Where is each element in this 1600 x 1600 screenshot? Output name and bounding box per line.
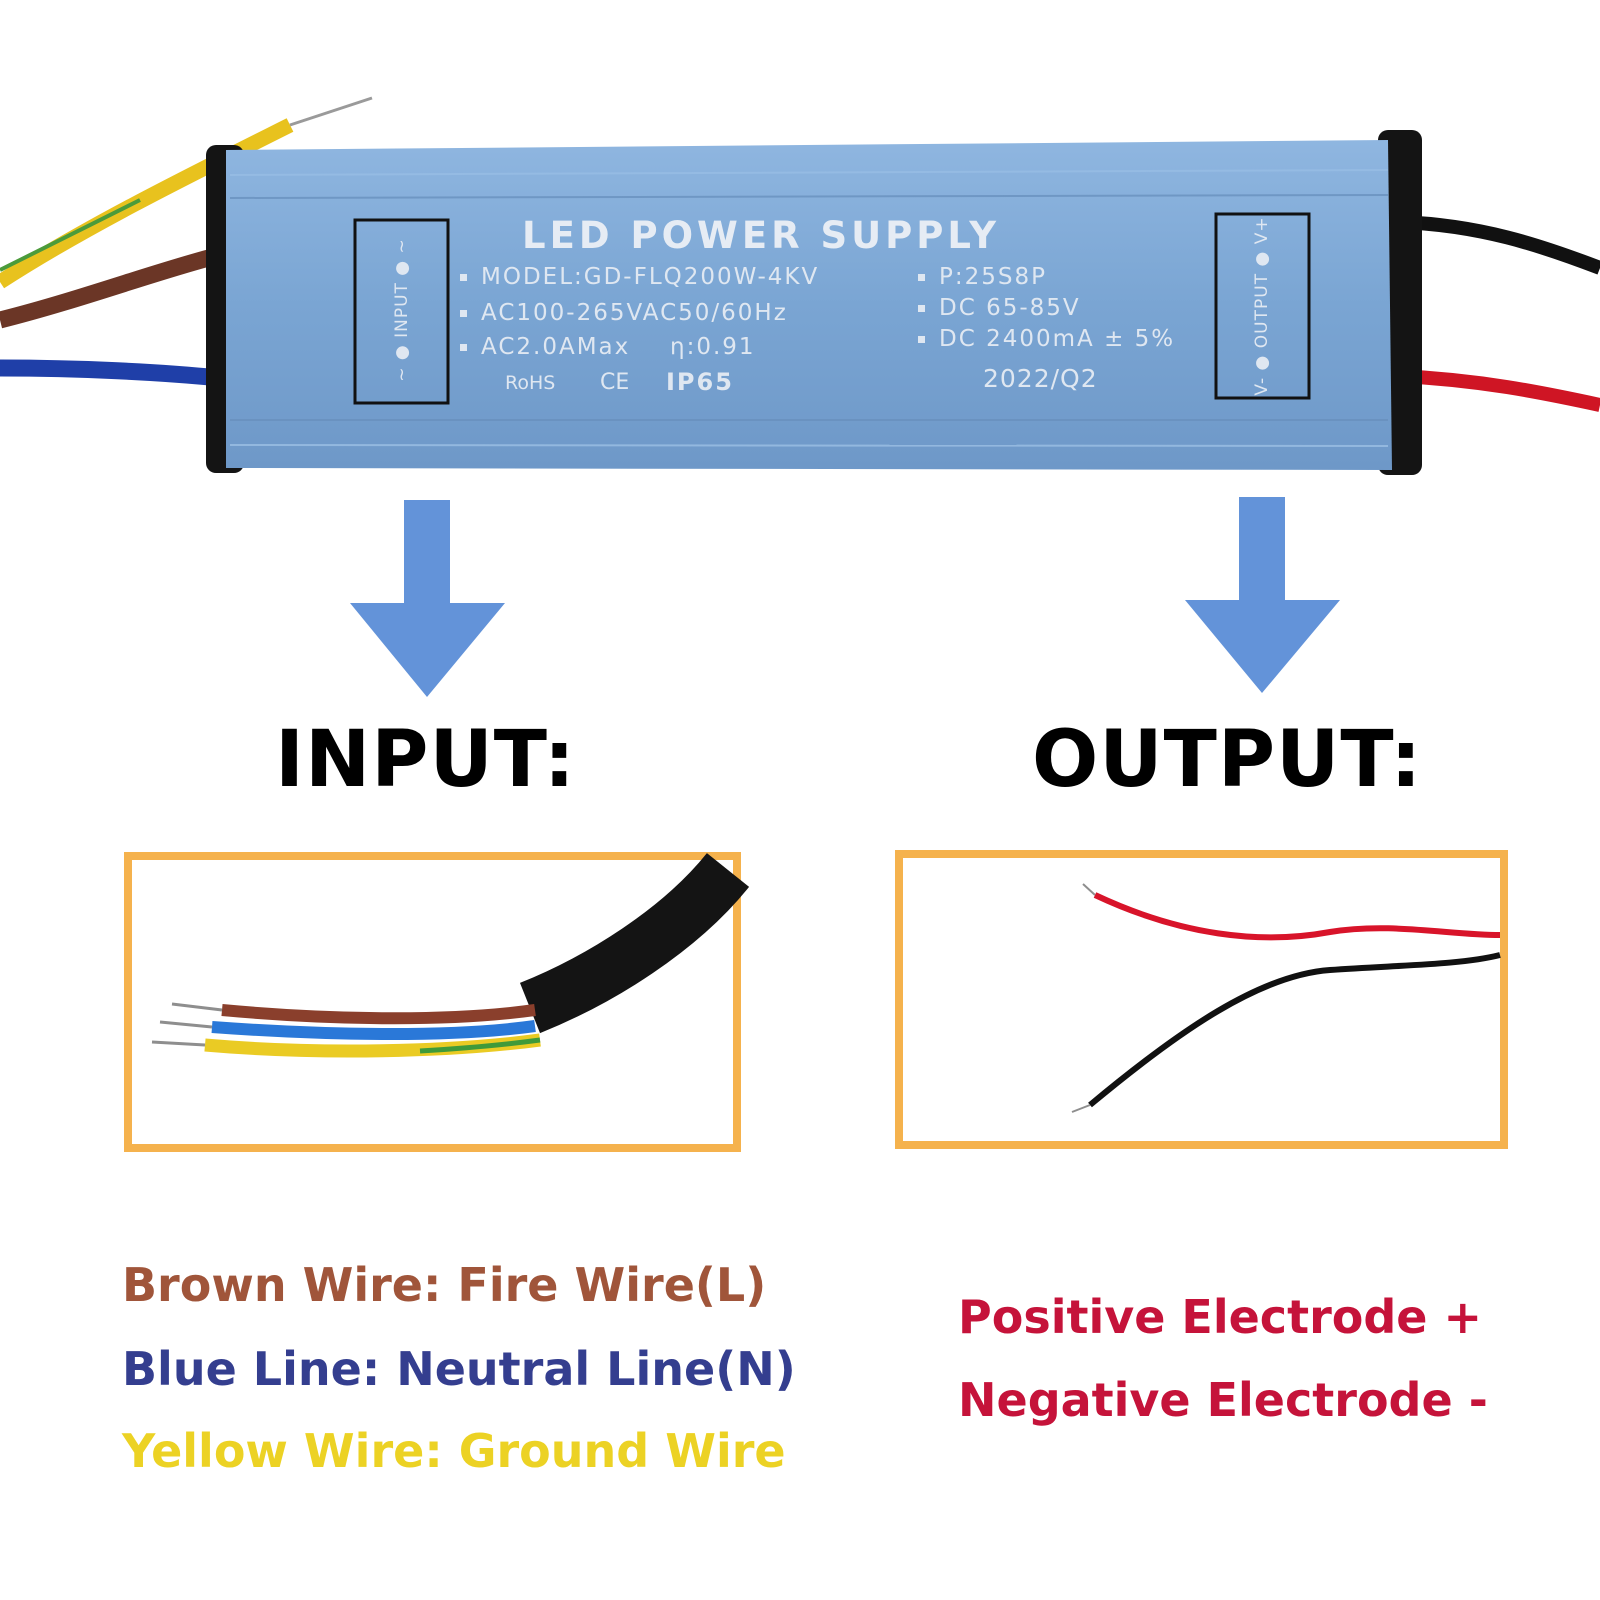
rohs-mark: RoHS — [505, 372, 556, 394]
config-text: P:25S8P — [939, 264, 1047, 290]
blue-input-wire — [0, 359, 221, 387]
output-arrow — [1185, 497, 1340, 693]
input-cable-jacket — [519, 852, 750, 1034]
ac-current-text: AC2.0AMax — [481, 334, 631, 360]
power-supply — [206, 130, 1422, 475]
negative-electrode-legend: Negative Electrode - — [958, 1373, 1488, 1427]
closeup-brown-wire — [221, 1004, 536, 1025]
input-heading: INPUT: — [275, 715, 576, 805]
blue-line-legend: Blue Line: Neutral Line(N) — [122, 1342, 796, 1396]
ac-current-spec: AC2.0AMax — [460, 334, 630, 360]
output-wires — [1399, 215, 1600, 412]
model-text: MODEL:GD-FLQ200W-4KV — [481, 264, 820, 290]
bullet-icon — [460, 310, 467, 317]
output-terminal-label: V- ● OUTPUT ● V+ — [1252, 216, 1272, 396]
red-output-wire — [1399, 369, 1600, 412]
input-wire-closeup — [124, 852, 750, 1152]
closeup-black-wire — [1088, 952, 1501, 1108]
brown-wire-legend: Brown Wire: Fire Wire(L) — [122, 1258, 767, 1312]
bullet-icon — [460, 344, 467, 351]
closeup-red-wire — [1093, 892, 1501, 941]
bullet-icon — [918, 274, 925, 281]
bullet-icon — [918, 305, 925, 312]
ac-range-spec: AC100-265VAC50/60Hz — [460, 300, 788, 326]
positive-electrode-legend: Positive Electrode + — [958, 1290, 1483, 1344]
input-arrow — [350, 500, 505, 697]
dc-current-spec: DC 2400mA ± 5% — [918, 326, 1175, 352]
config-spec: P:25S8P — [918, 264, 1047, 290]
output-label-box — [1214, 212, 1311, 400]
brown-input-wire — [0, 246, 223, 329]
ip-rating: IP65 — [666, 368, 734, 396]
input-wires — [0, 96, 373, 387]
input-terminal-label: ~ ● INPUT ● ~ — [392, 238, 412, 382]
green-stripe — [0, 198, 141, 272]
efficiency-text: η:0.91 — [670, 334, 756, 360]
black-output-wire — [1399, 215, 1600, 275]
input-label-box — [353, 218, 450, 405]
model-spec: MODEL:GD-FLQ200W-4KV — [460, 264, 819, 290]
yellow-wire-legend: Yellow Wire: Ground Wire — [122, 1424, 786, 1478]
date-code: 2022/Q2 — [983, 364, 1098, 393]
closeup-blue-wire — [211, 1020, 536, 1041]
ce-mark: CE — [600, 370, 630, 395]
bullet-icon — [918, 336, 925, 343]
dc-current-text: DC 2400mA ± 5% — [939, 326, 1176, 352]
output-heading: OUTPUT: — [1032, 715, 1423, 805]
yellow-wire-tip — [289, 96, 373, 127]
device-title: LED POWER SUPPLY — [522, 214, 1001, 257]
aluminium-case — [226, 140, 1392, 470]
ac-range-text: AC100-265VAC50/60Hz — [481, 300, 788, 326]
dc-voltage-spec: DC 65-85V — [918, 295, 1081, 321]
dc-voltage-text: DC 65-85V — [939, 295, 1081, 321]
output-wire-closeup — [895, 850, 1508, 1149]
bullet-icon — [460, 274, 467, 281]
